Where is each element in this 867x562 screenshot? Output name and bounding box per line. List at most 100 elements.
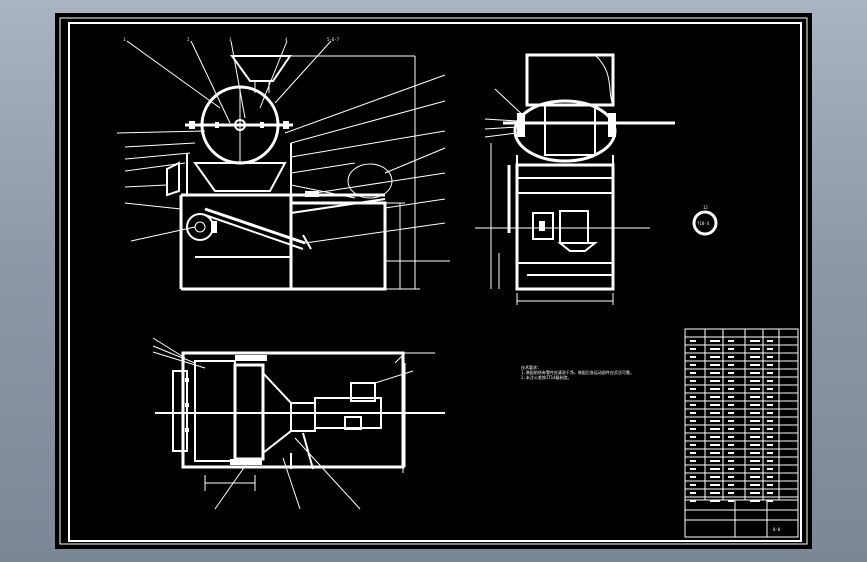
title-block-cell-mark	[710, 404, 720, 406]
inner-border	[68, 22, 802, 542]
centre-mark: ?18-4 12	[692, 205, 718, 236]
title-block-cell-mark	[767, 388, 773, 390]
title-block-cell-mark	[690, 356, 696, 358]
title-block-cell-mark	[728, 452, 734, 454]
title-block-cell-mark	[690, 412, 696, 414]
title-block-cell-mark	[728, 380, 734, 382]
title-block-cell-mark	[710, 444, 720, 446]
title-block-cell-mark	[690, 380, 696, 382]
title-block-cell-mark	[750, 404, 760, 406]
title-block-cell-mark	[750, 396, 760, 398]
title-block-cell-mark	[710, 500, 720, 502]
title-block-cell-mark	[728, 420, 734, 422]
title-block-cell-mark	[710, 380, 720, 382]
title-block-cell-mark	[710, 396, 720, 398]
title-block-cell-mark	[710, 436, 720, 438]
title-block-cell-mark	[690, 452, 696, 454]
front-view: 1 2 3 4 5-6-7	[116, 37, 450, 291]
title-block-cell-mark	[750, 412, 760, 414]
title-block-cell-mark	[767, 460, 773, 462]
title-block-cell-mark	[710, 428, 720, 430]
title-block-cell-mark	[767, 500, 773, 502]
title-block-cell-mark	[728, 364, 734, 366]
title-block-cell-mark	[767, 412, 773, 414]
title-block-cell-mark	[750, 436, 760, 438]
title-block-cell-mark	[710, 492, 720, 494]
title-block-cell-mark	[767, 404, 773, 406]
title-block-cell-mark	[750, 348, 760, 350]
title-block-cell-mark	[710, 348, 720, 350]
svg-text:2: 2	[187, 37, 190, 42]
svg-text:1: 1	[123, 37, 126, 42]
title-block-cell-mark	[750, 476, 760, 478]
motor-pulley	[186, 213, 214, 241]
title-block-cell-mark	[728, 468, 734, 470]
title-block-cell-mark	[750, 388, 760, 390]
title-block-cell-mark	[690, 468, 696, 470]
svg-text:4: 4	[285, 37, 288, 42]
title-block-cell-mark	[728, 412, 734, 414]
title-block-cell-mark	[767, 452, 773, 454]
title-block-cell-mark	[728, 444, 734, 446]
side-drum	[513, 99, 617, 163]
title-block-cell-mark	[750, 356, 760, 358]
title-block-cell-mark	[750, 460, 760, 462]
title-block	[684, 328, 799, 538]
title-block-cell-mark	[710, 372, 720, 374]
title-block-cell-mark	[767, 468, 773, 470]
svg-text:3: 3	[229, 37, 232, 42]
title-block-cell-mark	[750, 364, 760, 366]
title-block-cell-mark	[767, 444, 773, 446]
title-block-cell-mark	[728, 340, 734, 342]
drawing-sheet: 1 2 3 4 5-6-7	[55, 13, 812, 549]
title-block-cell-mark	[750, 452, 760, 454]
notes-line-3: 2.未注公差按IT14级制造。	[521, 375, 572, 380]
centre-mark-label: ?18-4	[697, 221, 710, 226]
title-block-cell-mark	[690, 492, 696, 494]
motor	[347, 163, 393, 199]
title-block-cell-mark	[728, 348, 734, 350]
title-block-cell-mark	[750, 444, 760, 446]
notes-line-1: 技术要求:	[521, 365, 540, 370]
title-block-cell-mark	[750, 492, 760, 494]
title-block-cell-mark	[710, 420, 720, 422]
side-view	[475, 53, 675, 305]
side-table	[289, 201, 387, 291]
title-block-cell-mark	[728, 428, 734, 430]
sieve-tray	[204, 207, 306, 245]
title-block-cell-mark	[710, 452, 720, 454]
notes-text: 技术要求: 1.装配前所有零件应清洗干净，装配后各运动部件应灵活可靠。 2.未注…	[521, 365, 634, 380]
title-block-cell-mark	[690, 372, 696, 374]
title-block-cell-mark	[728, 356, 734, 358]
side-frame	[515, 163, 615, 291]
title-block-cell-mark	[767, 476, 773, 478]
title-block-cell-mark	[710, 412, 720, 414]
title-block-cell-mark	[690, 444, 696, 446]
outer-border	[59, 17, 808, 545]
top-outline	[181, 351, 405, 469]
discharge-chute	[193, 162, 287, 192]
title-block-cell-mark	[690, 428, 696, 430]
title-block-cell-mark	[710, 388, 720, 390]
cad-drawing: 1 2 3 4 5-6-7	[59, 17, 808, 545]
title-block-cell-mark	[690, 364, 696, 366]
title-block-cell-mark	[690, 436, 696, 438]
title-block-cell-mark	[710, 476, 720, 478]
title-block-cell-mark	[690, 340, 696, 342]
title-block-cell-mark	[767, 436, 773, 438]
feed-hopper	[230, 55, 292, 82]
title-block-cell-mark	[710, 340, 720, 342]
title-block-cell-mark	[728, 396, 734, 398]
title-block-cell-mark	[710, 364, 720, 366]
title-block-cell-mark	[750, 484, 760, 486]
title-block-cell-mark	[728, 484, 734, 486]
title-block-cell-mark	[767, 340, 773, 342]
notes-line-2: 1.装配前所有零件应清洗干净，装配后各运动部件应灵活可靠。	[521, 370, 634, 375]
title-block-cell-mark	[728, 476, 734, 478]
title-block-cell-mark	[690, 348, 696, 350]
title-block-cell-mark	[728, 500, 734, 502]
title-block-cell-mark	[710, 468, 720, 470]
title-block-cell-mark	[767, 364, 773, 366]
title-block-cell-mark	[767, 396, 773, 398]
title-block-cell-mark	[767, 492, 773, 494]
